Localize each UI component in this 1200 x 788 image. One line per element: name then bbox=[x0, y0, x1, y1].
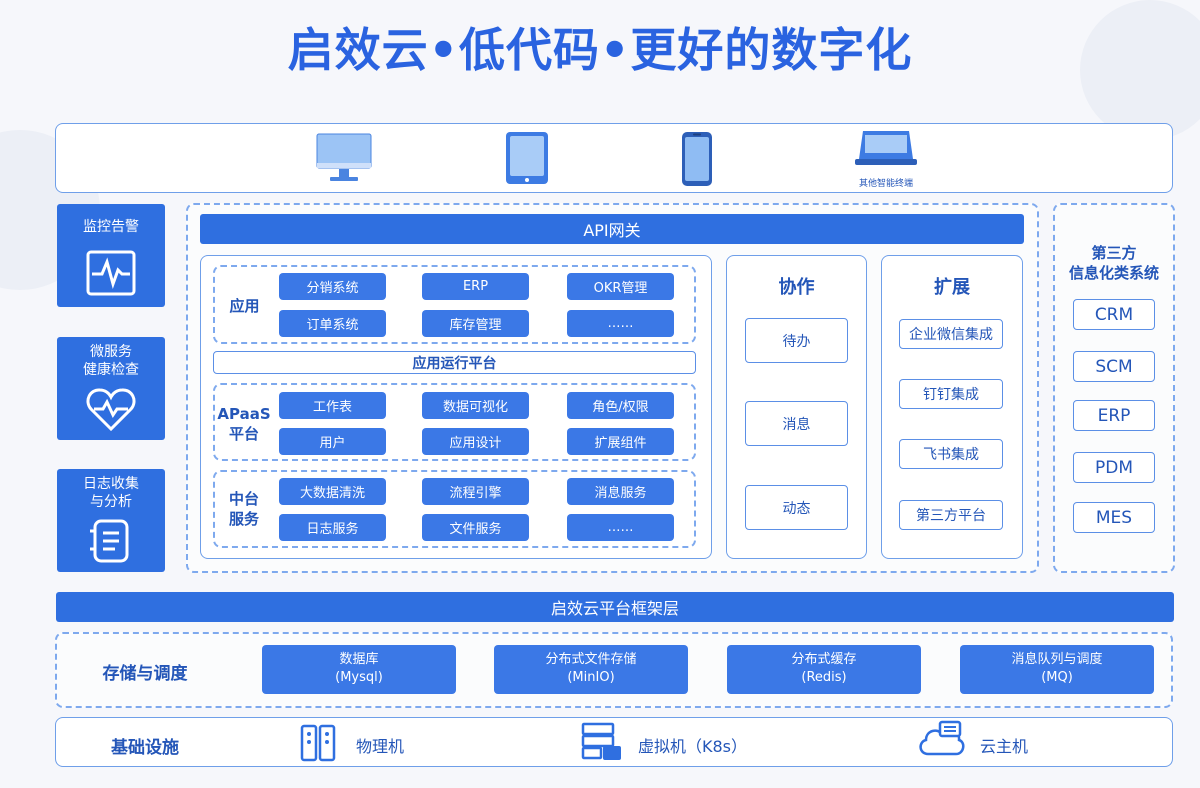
infrastructure-label: 基础设施 bbox=[111, 738, 179, 758]
app-item[interactable]: ERP bbox=[422, 273, 529, 300]
framework-layer-bar: 启效云平台框架层 bbox=[56, 592, 1174, 622]
third-party-item[interactable]: MES bbox=[1073, 502, 1155, 533]
storage-item-tech: (MinIO) bbox=[567, 670, 615, 685]
middle-item[interactable]: 大数据清洗 bbox=[279, 478, 386, 505]
collaboration-title: 协作 bbox=[778, 277, 815, 298]
middle-label-line2: 服务 bbox=[228, 510, 259, 528]
collab-item-todo[interactable]: 待办 bbox=[745, 318, 848, 363]
apaas-item[interactable]: 用户 bbox=[279, 428, 386, 455]
apaas-item[interactable]: 扩展组件 bbox=[567, 428, 674, 455]
log-line1: 日志收集 bbox=[83, 476, 139, 492]
apaas-item[interactable]: 角色/权限 bbox=[567, 392, 674, 419]
extend-item[interactable]: 第三方平台 bbox=[899, 500, 1003, 530]
cloud-host-icon bbox=[919, 720, 965, 756]
storage-item-cache[interactable]: 分布式缓存 (Redis) bbox=[727, 645, 921, 694]
pulse-monitor-icon bbox=[86, 250, 136, 296]
collab-item-message[interactable]: 消息 bbox=[745, 401, 848, 446]
physical-server-icon bbox=[300, 724, 336, 762]
health-check-card: 微服务 健康检查 bbox=[57, 337, 165, 440]
extend-item[interactable]: 企业微信集成 bbox=[899, 319, 1003, 349]
smart-terminal-icon bbox=[855, 131, 917, 165]
storage-item-tech: (Mysql) bbox=[335, 670, 383, 685]
app-section-label: 应用 bbox=[229, 297, 260, 315]
storage-item-name: 分布式缓存 bbox=[791, 652, 857, 667]
apaas-item[interactable]: 数据可视化 bbox=[422, 392, 529, 419]
api-gateway-bar: API网关 bbox=[200, 214, 1024, 244]
other-terminal-label: 其他智能终端 bbox=[858, 179, 913, 189]
collab-item-activity[interactable]: 动态 bbox=[745, 485, 848, 530]
storage-item-name: 分布式文件存储 bbox=[545, 652, 637, 667]
extend-item[interactable]: 飞书集成 bbox=[899, 439, 1003, 469]
infra-item-virtual: 虚拟机（K8s） bbox=[638, 737, 748, 756]
third-party-item[interactable]: CRM bbox=[1073, 299, 1155, 330]
phone-icon bbox=[682, 132, 712, 186]
storage-item-tech: (Redis) bbox=[801, 670, 847, 685]
extension-title: 扩展 bbox=[934, 277, 970, 298]
storage-item-database[interactable]: 数据库 (Mysql) bbox=[262, 645, 456, 694]
third-party-item[interactable]: SCM bbox=[1073, 351, 1155, 382]
app-runtime-bar: 应用运行平台 bbox=[213, 351, 696, 374]
monitor-alert-card: 监控告警 bbox=[57, 204, 165, 307]
heart-icon bbox=[86, 388, 136, 431]
app-item[interactable]: 订单系统 bbox=[279, 310, 386, 337]
apaas-label-line2: 平台 bbox=[228, 425, 259, 443]
middle-item[interactable]: 日志服务 bbox=[279, 514, 386, 541]
app-item[interactable]: …… bbox=[567, 310, 674, 337]
background-gear-decoration bbox=[1080, 0, 1200, 140]
virtual-machine-icon bbox=[581, 722, 621, 760]
log-analysis-card: 日志收集 与分析 bbox=[57, 469, 165, 572]
app-item[interactable]: 分销系统 bbox=[279, 273, 386, 300]
desktop-monitor-icon bbox=[316, 133, 372, 181]
health-line2: 健康检查 bbox=[83, 362, 139, 378]
infra-item-cloud: 云主机 bbox=[980, 737, 1029, 756]
tablet-icon bbox=[506, 132, 548, 184]
storage-item-name: 消息队列与调度 bbox=[1011, 652, 1103, 667]
apaas-item[interactable]: 工作表 bbox=[279, 392, 386, 419]
middle-label-line1: 中台 bbox=[228, 490, 259, 508]
storage-item-tech: (MQ) bbox=[1041, 670, 1073, 685]
terminals-panel bbox=[55, 123, 1173, 193]
middle-item[interactable]: …… bbox=[567, 514, 674, 541]
page-title: 启效云•低代码•更好的数字化 bbox=[287, 23, 913, 77]
infra-item-physical: 物理机 bbox=[356, 737, 405, 756]
app-item[interactable]: 库存管理 bbox=[422, 310, 529, 337]
log-document-icon bbox=[90, 519, 129, 563]
third-party-item[interactable]: PDM bbox=[1073, 452, 1155, 483]
apaas-label-line1: APaaS bbox=[217, 405, 271, 423]
log-line2: 与分析 bbox=[90, 494, 132, 510]
middle-item[interactable]: 消息服务 bbox=[567, 478, 674, 505]
apaas-item[interactable]: 应用设计 bbox=[422, 428, 529, 455]
middle-item[interactable]: 文件服务 bbox=[422, 514, 529, 541]
third-party-title-line2: 信息化类系统 bbox=[1068, 264, 1159, 282]
storage-item-file-storage[interactable]: 分布式文件存储 (MinIO) bbox=[494, 645, 688, 694]
storage-label: 存储与调度 bbox=[102, 664, 188, 684]
third-party-title-line1: 第三方 bbox=[1091, 244, 1137, 262]
storage-item-name: 数据库 bbox=[339, 652, 379, 667]
storage-item-message-queue[interactable]: 消息队列与调度 (MQ) bbox=[960, 645, 1154, 694]
third-party-item[interactable]: ERP bbox=[1073, 400, 1155, 431]
monitor-alert-label: 监控告警 bbox=[83, 219, 139, 235]
middle-item[interactable]: 流程引擎 bbox=[422, 478, 529, 505]
extend-item[interactable]: 钉钉集成 bbox=[899, 379, 1003, 409]
app-item[interactable]: OKR管理 bbox=[567, 273, 674, 300]
health-line1: 微服务 bbox=[90, 344, 132, 360]
